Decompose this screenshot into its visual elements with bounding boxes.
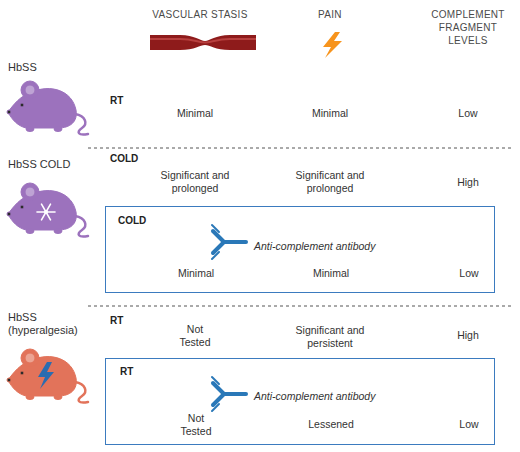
column-header: PAIN: [290, 8, 370, 21]
result-text: Not Tested: [173, 323, 217, 349]
antibody-icon: [212, 225, 246, 259]
row-separator: [88, 306, 512, 307]
mouse-illustration: [7, 81, 88, 135]
column-header: VASCULAR STASIS: [140, 8, 260, 21]
result-text: Minimal: [156, 267, 236, 280]
antibody-icon: [212, 377, 246, 411]
condition-label: COLD: [110, 152, 150, 165]
result-text: Minimal: [291, 267, 371, 280]
result-text: Not Tested: [174, 412, 218, 438]
condition-label: COLD: [118, 214, 178, 227]
result-text: Low: [429, 418, 509, 431]
row-label: HbSS COLD: [8, 158, 108, 171]
result-text: High: [428, 176, 508, 189]
treatment-label: Anti-complement antibody: [254, 240, 454, 253]
result-text: Significant and persistent: [290, 324, 370, 350]
row-separator: [88, 148, 512, 149]
condition-box: COLD Anti-complement antibodyMinimal Minim…: [105, 206, 495, 293]
result-text: Significant and prolonged: [290, 169, 370, 195]
row-label: HbSS (hyperalgesia): [8, 311, 90, 337]
condition-label: RT: [110, 94, 150, 107]
result-text: Minimal: [155, 107, 235, 120]
snowflake-icon: [37, 204, 55, 220]
result-text: Minimal: [290, 107, 370, 120]
row-label: HbSS: [8, 61, 78, 74]
result-text: Significant and prolonged: [155, 169, 235, 195]
mouse-illustration: [7, 349, 88, 403]
column-header: COMPLEMENT FRAGMENT LEVELS: [418, 8, 518, 47]
lightning-icon: [323, 32, 342, 58]
condition-label: RT: [120, 365, 180, 378]
vessel-highlight: [150, 39, 256, 43]
lightning-icon: [38, 362, 54, 389]
result-text: High: [428, 329, 508, 342]
result-text: Low: [428, 107, 508, 120]
treatment-label: Anti-complement antibody: [254, 390, 454, 403]
vessel-illustration: [150, 35, 256, 50]
condition-label: RT: [110, 314, 150, 327]
condition-box: RT Anti-complement antibodyNot Tested Less…: [105, 358, 495, 445]
mouse-illustration: [7, 183, 88, 237]
result-text: Low: [429, 267, 509, 280]
result-text: Lessened: [291, 418, 371, 431]
